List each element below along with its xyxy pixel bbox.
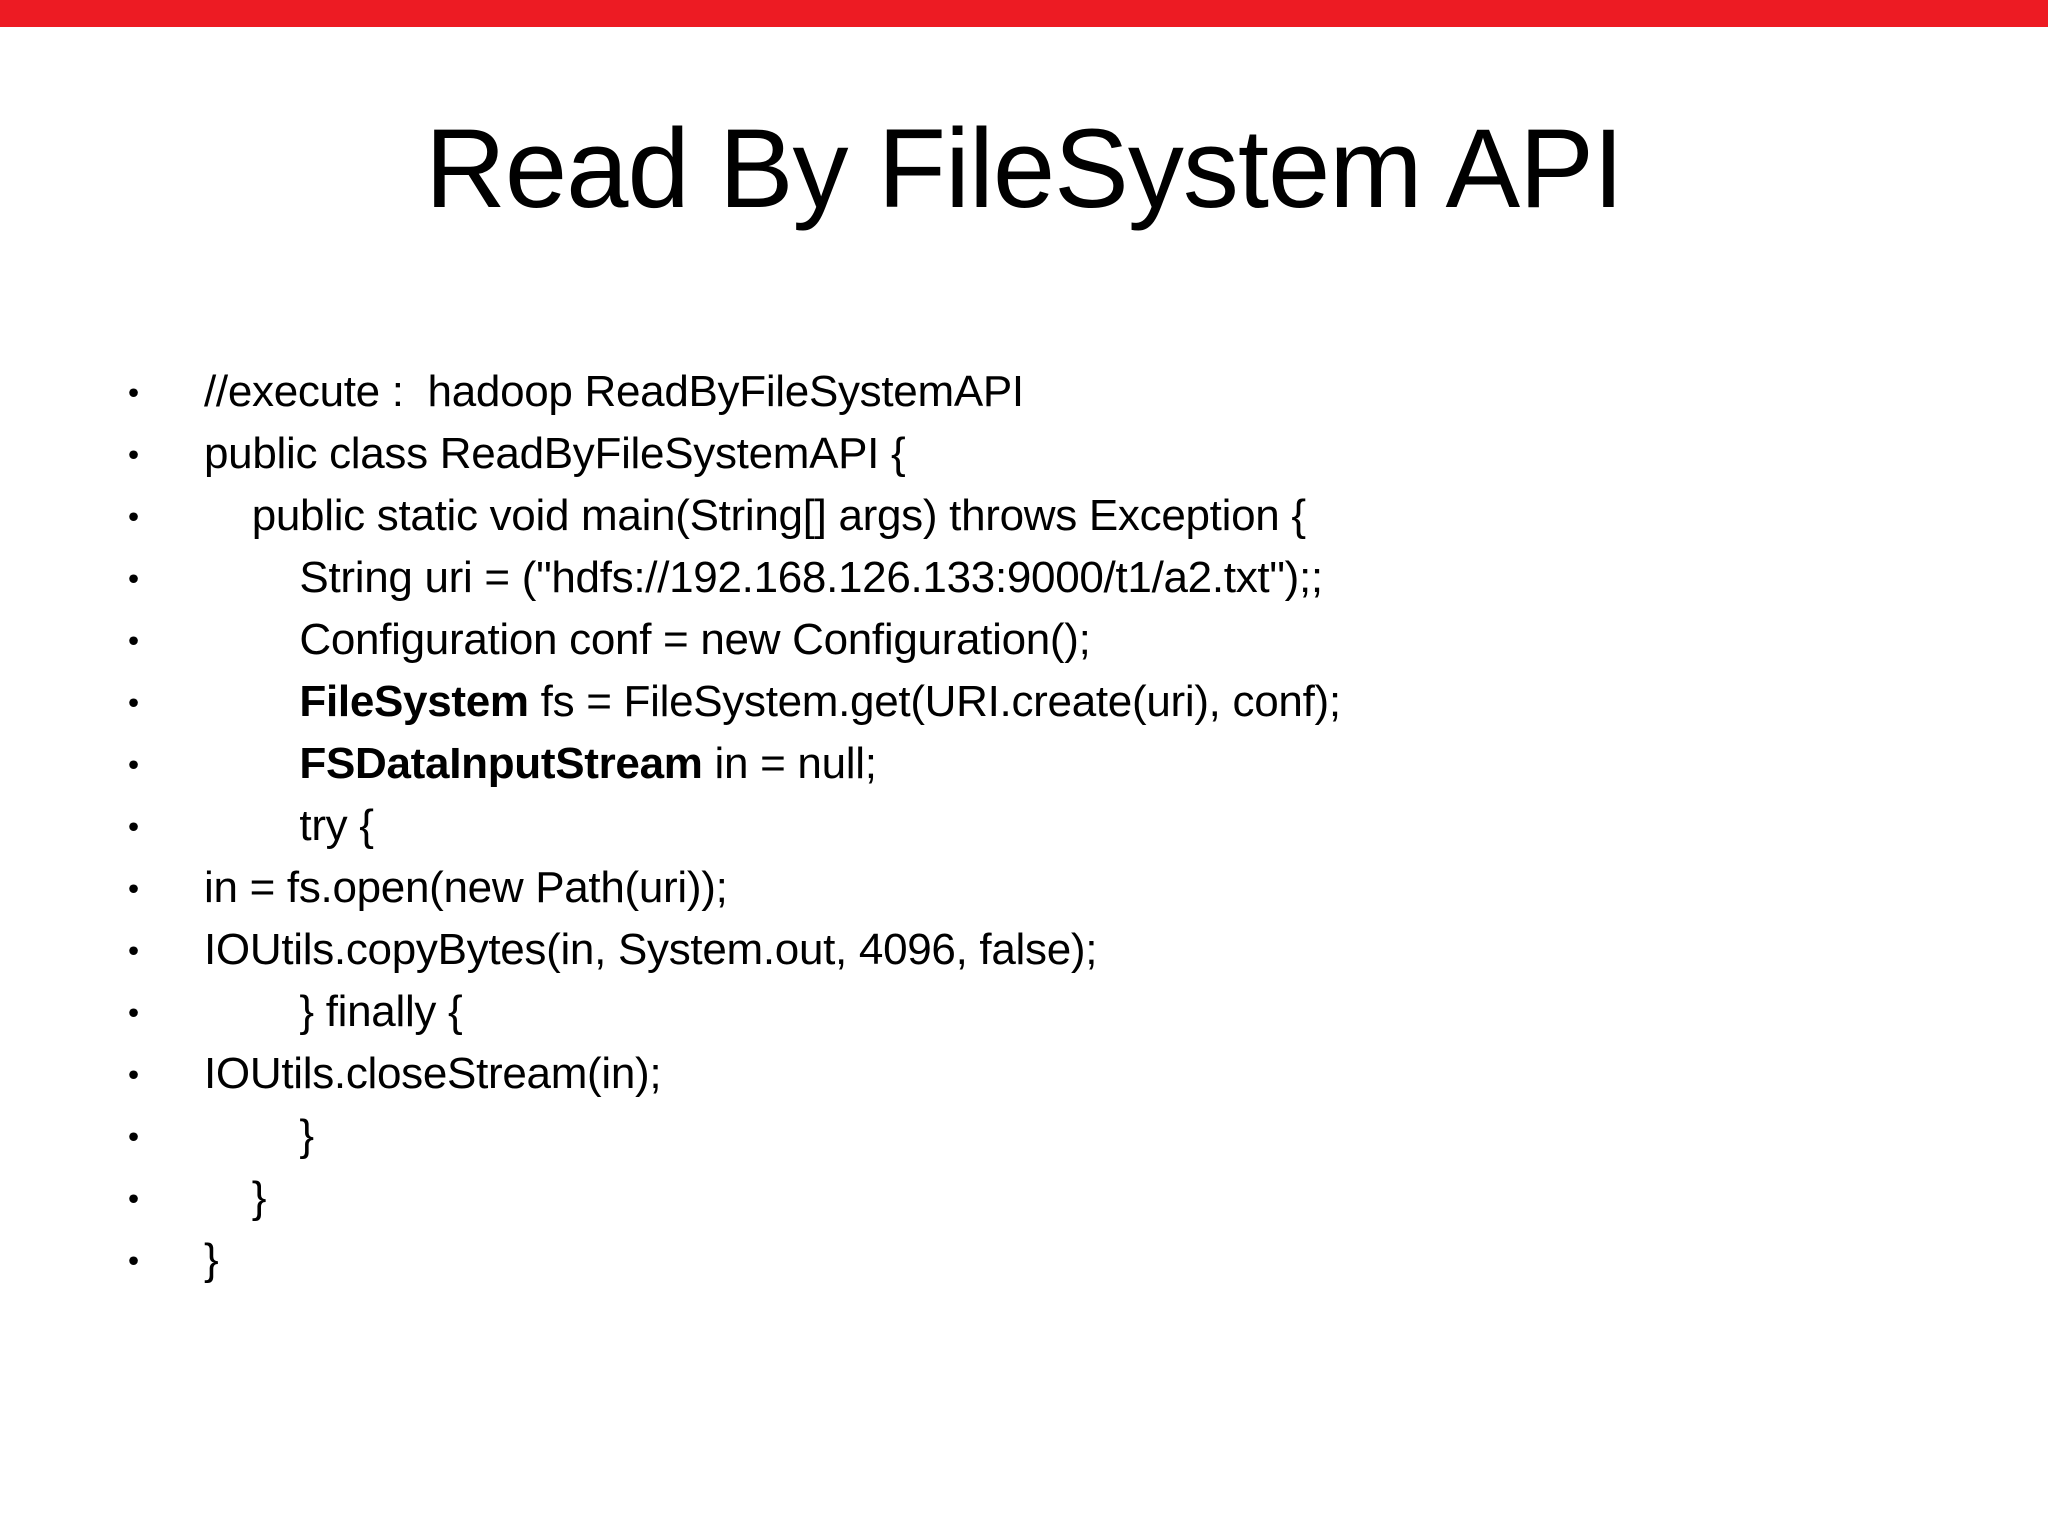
code-line-text: FileSystem fs = FileSystem.get(URI.creat… [299, 677, 1341, 726]
code-line: • Configuration conf = new Configuration… [128, 609, 1988, 671]
bullet-glyph: • [128, 808, 139, 844]
code-line-text: } [204, 1111, 314, 1160]
code-line-text: try { [204, 801, 374, 850]
code-line: • try { [128, 795, 1988, 857]
code-line-text: Configuration conf = new Configuration()… [204, 615, 1091, 664]
bullet-glyph: • [128, 994, 139, 1030]
bullet-glyph: • [128, 436, 139, 472]
code-line: • FileSystem fs = FileSystem.get(URI.cre… [128, 671, 1988, 733]
code-line: • //execute : hadoop ReadByFileSystemAPI [128, 361, 1988, 423]
code-line: • IOUtils.closeStream(in); [128, 1043, 1988, 1105]
bullet-glyph: • [128, 870, 139, 906]
code-line-text: } [204, 1235, 219, 1284]
code-line-text: String uri = ("hdfs://192.168.126.133:90… [204, 553, 1323, 602]
bullet-glyph: • [128, 1180, 139, 1216]
bullet-glyph: • [128, 498, 139, 534]
code-line-text: //execute : hadoop ReadByFileSystemAPI [204, 367, 1024, 416]
code-line-text: in = fs.open(new Path(uri)); [204, 863, 728, 912]
code-line: •} [128, 1229, 1988, 1291]
code-bullet-list: •//execute : hadoop ReadByFileSystemAPI•… [128, 361, 1988, 1291]
code-line-text: } finally { [204, 987, 463, 1036]
code-line-text: IOUtils.closeStream(in); [204, 1049, 662, 1098]
bullet-glyph: • [128, 1118, 139, 1154]
code-line-text: public class ReadByFileSystemAPI { [204, 429, 906, 478]
code-line: • FSDataInputStream in = null; [128, 733, 1988, 795]
slide-title: Read By FileSystem API [424, 106, 1624, 231]
code-line: • } [128, 1105, 1988, 1167]
bullet-glyph: • [128, 1056, 139, 1092]
code-line: • public class ReadByFileSystemAPI { [128, 423, 1988, 485]
code-line: • in = fs.open(new Path(uri)); [128, 857, 1988, 919]
code-line: • String uri = ("hdfs://192.168.126.133:… [128, 547, 1988, 609]
bullet-glyph: • [128, 560, 139, 596]
code-line: • } [128, 1167, 1988, 1229]
code-line: • } finally { [128, 981, 1988, 1043]
code-line-text: } [204, 1173, 267, 1222]
bullet-glyph: • [128, 1242, 139, 1278]
bullet-glyph: • [128, 622, 139, 658]
bullet-glyph: • [128, 932, 139, 968]
code-line-text: IOUtils.copyBytes(in, System.out, 4096, … [204, 925, 1098, 974]
top-accent-bar [0, 0, 2048, 27]
bullet-glyph: • [128, 684, 139, 720]
code-line: • IOUtils.copyBytes(in, System.out, 4096,… [128, 919, 1988, 981]
code-line-text: FSDataInputStream in = null; [299, 739, 877, 788]
code-line: • public static void main(String[] args)… [128, 485, 1988, 547]
bullet-glyph: • [128, 374, 139, 410]
bullet-glyph: • [128, 746, 139, 782]
code-line-text: public static void main(String[] args) t… [204, 491, 1306, 540]
